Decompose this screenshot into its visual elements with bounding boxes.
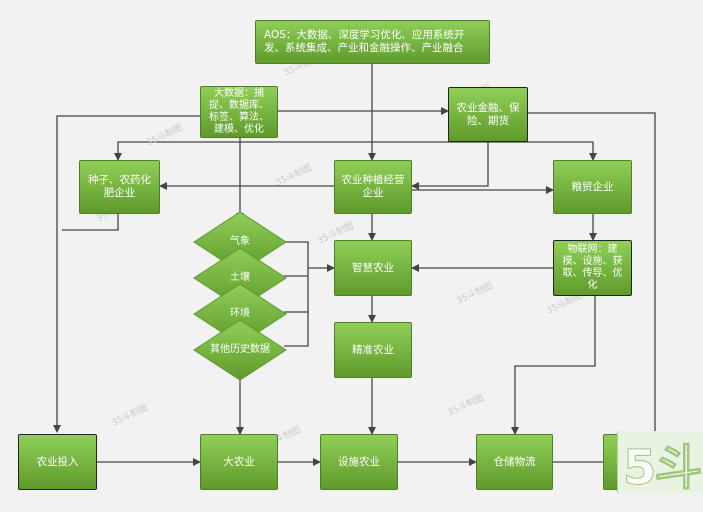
- seed-down-line: [62, 214, 119, 231]
- connectors: [53, 64, 659, 466]
- finance-distribution-line: [114, 141, 488, 161]
- node-aos: AOS：大数据、深度学习优化、应用系统开发、系统集成、产业和金融操作、产业融合: [255, 20, 490, 64]
- node-agri-input: 农业投入: [18, 434, 97, 490]
- finance-to-grain-line: [488, 141, 597, 161]
- node-smart-agriculture: 智慧农业: [334, 240, 412, 296]
- logo-background: [617, 431, 703, 493]
- node-iot: 物联网：建模、设施、获取、传导、优化: [553, 240, 632, 296]
- node-storage-logistics: 仓储物流: [476, 434, 553, 490]
- finance-to-consumer-line: [527, 112, 659, 456]
- node-big-agriculture: 大农业: [200, 434, 278, 490]
- iot-to-storage-line: [511, 296, 596, 435]
- bigdata-to-input-line: [53, 115, 200, 433]
- diamond-history: [193, 319, 287, 381]
- node-facility-agriculture: 设施农业: [320, 434, 398, 490]
- finance-down-line: [411, 142, 489, 190]
- diamond-label-history: 其他历史数据: [210, 344, 270, 355]
- diamond-label-soil: 土壤: [230, 272, 250, 283]
- diamond-shapes: [193, 211, 287, 381]
- node-seed-company: 种子、农药化肥企业: [79, 160, 160, 214]
- node-grain-company: 粮贸企业: [553, 160, 632, 214]
- node-planting-company: 农业种植经营企业: [334, 160, 412, 214]
- diamond-label-environment: 环境: [230, 308, 250, 319]
- node-big-data: 大数据：捕捉、数据库、标签、算法、建模、优化: [200, 86, 278, 138]
- diamonds-bracket: [284, 241, 309, 347]
- node-agri-finance: 农业金融、保险、期货: [448, 87, 528, 142]
- node-precision-agriculture: 精准农业: [334, 322, 412, 378]
- diamond-label-weather: 气象: [230, 236, 250, 247]
- site-logo: 5斗: [622, 440, 702, 497]
